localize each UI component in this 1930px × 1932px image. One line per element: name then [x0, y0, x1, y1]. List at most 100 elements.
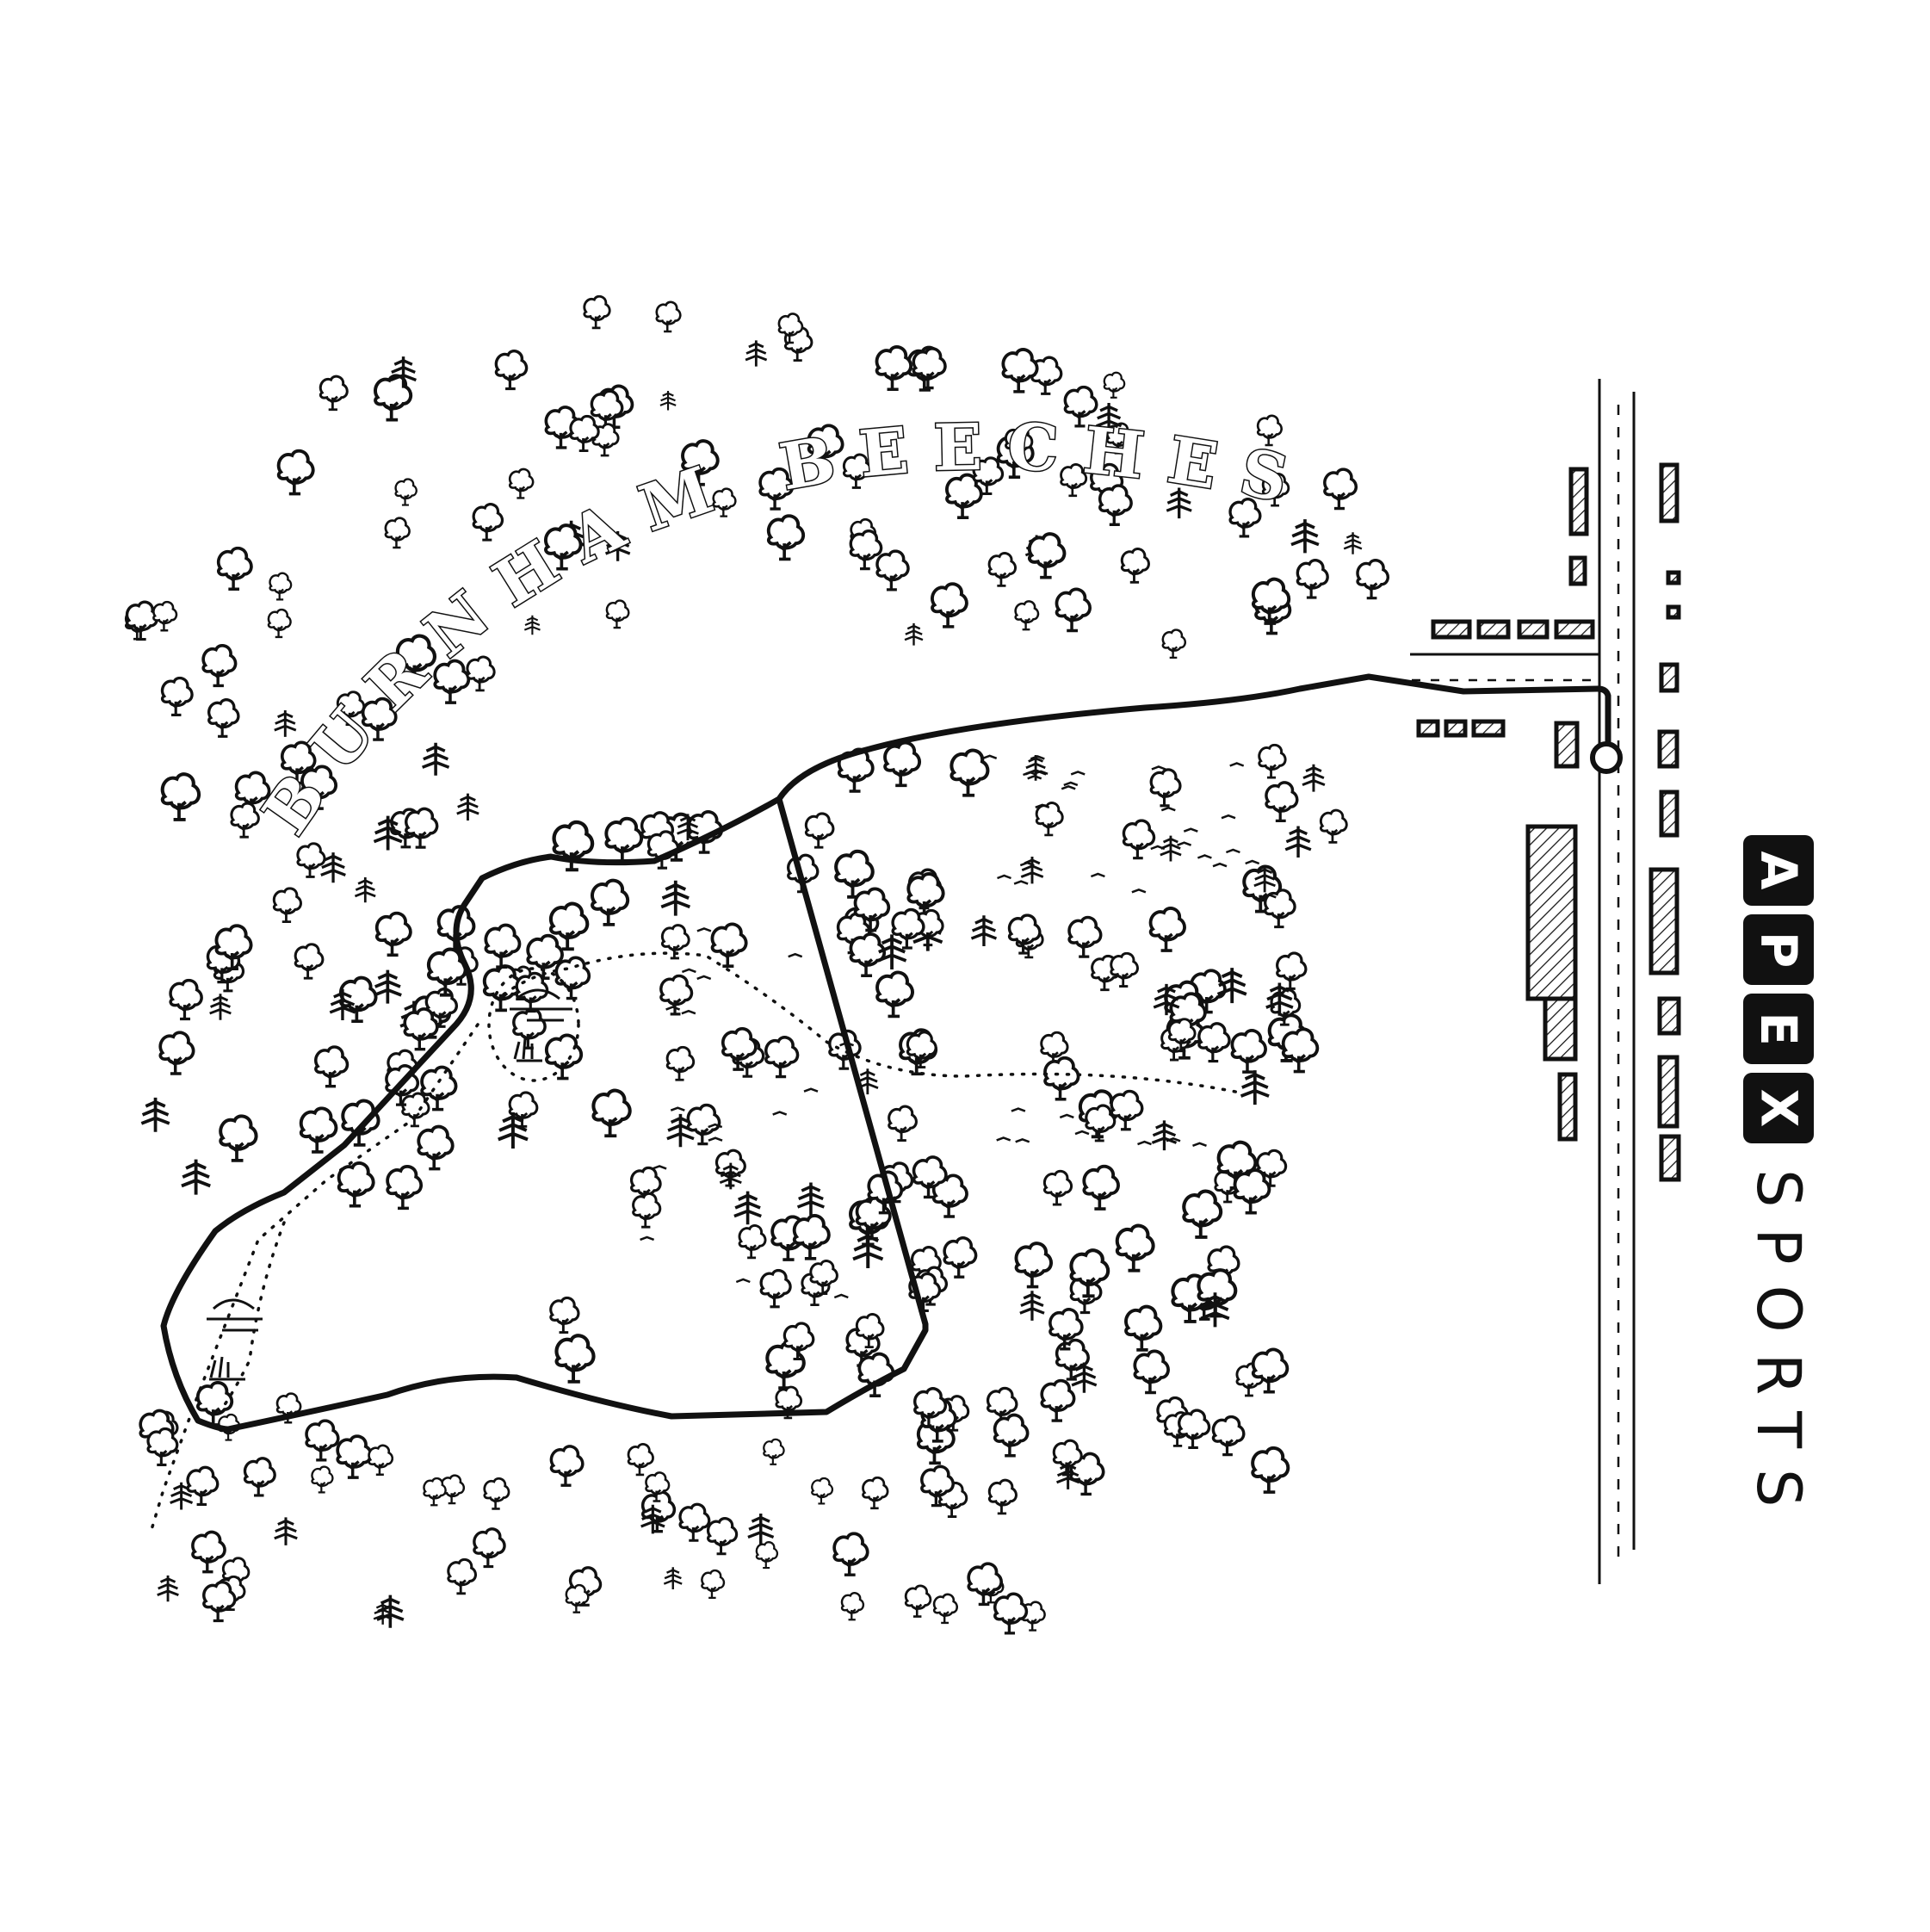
building-icon	[1471, 719, 1506, 738]
tree-icon	[305, 1419, 340, 1462]
conifer-icon	[733, 1189, 764, 1227]
tree-icon	[1356, 559, 1390, 600]
tree-icon	[269, 572, 293, 601]
building-icon	[1554, 619, 1595, 640]
tree-icon	[655, 300, 682, 333]
tree-icon	[931, 582, 968, 629]
tree-icon	[337, 1161, 375, 1208]
grass-tuft	[1027, 774, 1042, 780]
grass-tuft	[1011, 1107, 1026, 1112]
conifer-icon	[455, 792, 480, 822]
grass-tuft	[1131, 888, 1147, 894]
tree-icon	[1014, 1242, 1054, 1289]
conifer-icon	[1290, 517, 1321, 555]
tree-icon	[160, 676, 194, 717]
tree-icon	[1001, 348, 1039, 393]
tree-icon	[967, 1562, 1004, 1607]
conifer-icon	[273, 1515, 299, 1547]
conifer-icon	[659, 878, 692, 918]
tree-icon	[494, 350, 529, 391]
building-icon	[1657, 729, 1679, 769]
pond-icon	[207, 988, 572, 1381]
pond-area	[487, 967, 580, 1082]
grass-tuft	[1090, 872, 1105, 878]
grass-tuft	[1245, 859, 1260, 865]
tree-icon	[569, 414, 600, 453]
tree-icon	[544, 1033, 584, 1081]
logo-letter: A	[1748, 851, 1808, 890]
conifer-icon	[208, 992, 232, 1022]
tree-icon	[191, 1530, 226, 1574]
grass-tuft	[839, 1041, 855, 1047]
building-icon	[1431, 619, 1472, 640]
tree-icon	[993, 1592, 1029, 1635]
tree-icon	[1043, 1056, 1080, 1101]
tree-icon	[186, 1465, 220, 1507]
grass-tuft	[982, 754, 998, 759]
tree-icon	[1319, 808, 1348, 844]
tree-icon	[336, 1434, 373, 1480]
tree-icon	[766, 514, 806, 561]
tree-icon	[1258, 743, 1287, 779]
conifer-icon	[139, 1096, 171, 1134]
grass-tuft	[996, 1136, 1011, 1142]
grass-tuft	[708, 1136, 723, 1142]
route-outer-loop[interactable]	[160, 673, 1611, 1433]
tree-icon	[1027, 532, 1067, 579]
grass-tuft	[1192, 1142, 1207, 1147]
tree-icon	[1055, 587, 1092, 633]
tree-icon	[590, 878, 630, 926]
tree-icon	[1197, 1022, 1231, 1063]
tree-icon	[888, 1105, 918, 1142]
tree-icon	[472, 503, 504, 542]
tree-icon	[604, 816, 644, 864]
grass-tuft	[1015, 1137, 1030, 1143]
grass-tuft	[1070, 771, 1086, 776]
tree-icon	[1122, 819, 1156, 860]
logo-subtitle: SPORTS	[1743, 1169, 1814, 1528]
conifer-icon	[746, 1512, 776, 1547]
tree-icon	[763, 1438, 785, 1465]
tree-icon	[549, 1296, 580, 1334]
tree-icon	[862, 1476, 889, 1510]
tree-icon	[1251, 1347, 1290, 1394]
tree-icon	[403, 1007, 439, 1051]
tree-icon	[125, 600, 159, 641]
conifer-icon	[969, 913, 999, 948]
building-icon	[1557, 1072, 1578, 1142]
tree-icon	[272, 887, 302, 924]
grass-tuft	[1177, 841, 1192, 846]
building-icon	[1476, 619, 1511, 640]
tree-icon	[764, 1036, 800, 1079]
logo-letter-box: X	[1743, 1073, 1814, 1143]
tree-icon	[755, 1541, 779, 1570]
tree-icon	[678, 1502, 711, 1542]
building-icon	[1568, 555, 1587, 586]
tree-icon	[276, 449, 315, 496]
tree-icon	[1211, 1415, 1246, 1457]
tree-icon	[706, 1517, 739, 1556]
conifer-icon	[1216, 966, 1248, 1006]
building-icon	[1666, 604, 1681, 620]
logo-letter: E	[1749, 1012, 1808, 1046]
tree-icon	[710, 922, 748, 969]
conifer-icon	[180, 1157, 213, 1197]
tree-icon	[632, 1192, 662, 1229]
logo-letter-box: E	[1743, 994, 1814, 1064]
tree-icon	[1149, 768, 1182, 808]
tree-icon	[294, 943, 325, 980]
tree-icon	[394, 478, 418, 506]
conifer-icon	[903, 622, 925, 647]
building-icon	[1657, 1055, 1679, 1129]
grass-tuft	[1030, 755, 1045, 760]
tree-icon	[447, 1557, 478, 1595]
conifer-icon	[273, 709, 298, 739]
tree-icon	[1042, 1169, 1073, 1206]
tree-icon	[384, 517, 411, 549]
tree-icon	[423, 1477, 447, 1507]
grass-tuft	[681, 1009, 696, 1015]
building-icon	[1666, 570, 1681, 585]
conifer-icon	[156, 1574, 180, 1603]
start-marker-icon[interactable]	[1590, 741, 1623, 774]
